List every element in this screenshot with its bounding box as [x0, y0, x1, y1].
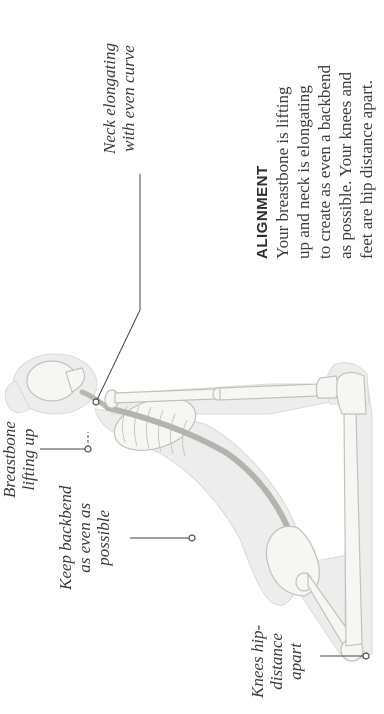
neck-dot: [93, 399, 99, 405]
breastbone-caption-line: lifting up: [19, 421, 38, 498]
knees-caption-line: apart: [286, 625, 305, 698]
neck-caption-line: Neck elongating: [100, 43, 119, 154]
backbend-caption-line: possible: [94, 486, 113, 590]
backbend-caption-line: Keep backbend: [56, 486, 75, 590]
knees-dot: [363, 653, 369, 659]
foot-bones: [337, 372, 366, 414]
alignment-text-line: as possible. Your knees and: [335, 4, 356, 259]
hand: [316, 376, 338, 398]
neck-caption: Neck elongating with even curve: [100, 43, 138, 154]
knees-caption: Knees hip- distance apart: [248, 625, 305, 698]
backbend-dot: [189, 535, 195, 541]
knees-caption-line: Knees hip-: [248, 625, 267, 698]
alignment-block: ALIGNMENT Your breastbone is lifting up …: [254, 4, 377, 259]
alignment-text-line: feet are hip distance apart.: [356, 4, 377, 259]
alignment-heading: ALIGNMENT: [254, 4, 272, 259]
breastbone-dot: [85, 446, 91, 452]
neck-caption-line: with even curve: [119, 43, 138, 154]
neck-leader-line: [96, 174, 140, 402]
alignment-text-line: to create as even a backbend: [314, 4, 335, 259]
backbend-caption: Keep backbend as even as possible: [56, 486, 113, 590]
alignment-text-line: Your breastbone is lifting: [272, 4, 293, 259]
breastbone-caption-line: Breastbone: [0, 421, 19, 498]
alignment-text-line: up and neck is elongating: [293, 4, 314, 259]
breastbone-caption: Breastbone lifting up: [0, 421, 38, 498]
knees-caption-line: distance: [267, 625, 286, 698]
backbend-caption-line: as even as: [75, 486, 94, 590]
